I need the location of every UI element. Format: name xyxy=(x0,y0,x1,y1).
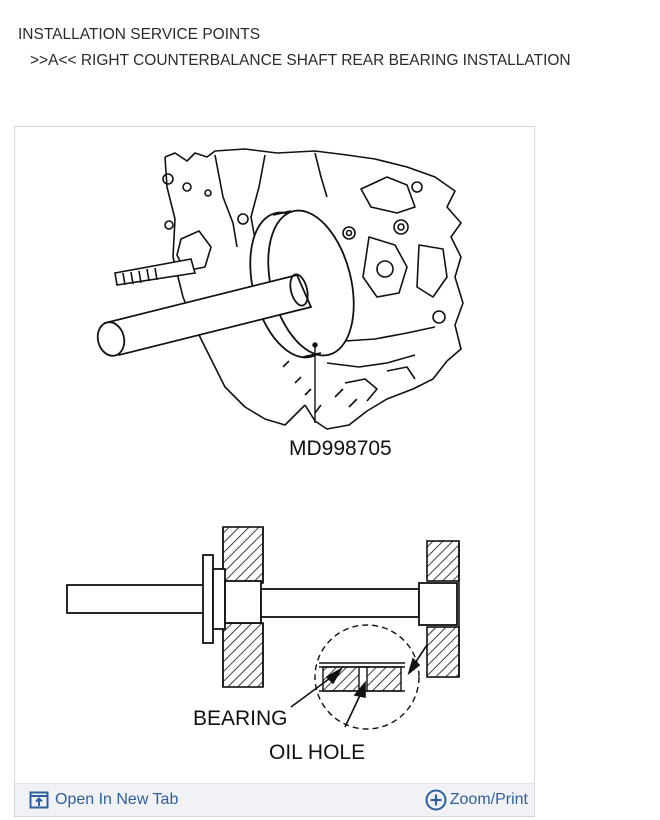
page-title: INSTALLATION SERVICE POINTS xyxy=(18,26,261,43)
left-housing-section xyxy=(222,526,264,688)
bearing-label: BEARING xyxy=(193,707,288,730)
tool-leader-line xyxy=(312,342,318,423)
installation-diagram: MD998705 xyxy=(66,148,464,764)
installer-tool-drawing xyxy=(96,209,355,359)
open-in-new-tab-button[interactable]: Open In New Tab xyxy=(29,788,178,812)
open-in-new-tab-label: Open In New Tab xyxy=(55,791,179,808)
section-subtitle: >>A<< RIGHT COUNTERBALANCE SHAFT REAR BE… xyxy=(30,52,571,69)
right-housing-section xyxy=(426,540,460,678)
tool-section-drawing xyxy=(66,554,458,644)
engine-block-drawing xyxy=(162,148,464,430)
zoom-print-button[interactable]: Zoom/Print xyxy=(425,788,528,812)
open-in-new-tab-icon xyxy=(29,791,49,809)
oil-hole-label: OIL HOLE xyxy=(269,741,365,764)
stud-bolt-drawing xyxy=(114,258,197,286)
figure-card: MD998705 xyxy=(14,126,535,817)
zoom-plus-icon xyxy=(425,789,447,811)
figure-toolbar: Open In New Tab Zoom/Print xyxy=(15,783,534,816)
label-leader-arrows xyxy=(290,644,428,728)
tool-label: MD998705 xyxy=(289,437,392,460)
zoom-print-label: Zoom/Print xyxy=(449,791,528,808)
